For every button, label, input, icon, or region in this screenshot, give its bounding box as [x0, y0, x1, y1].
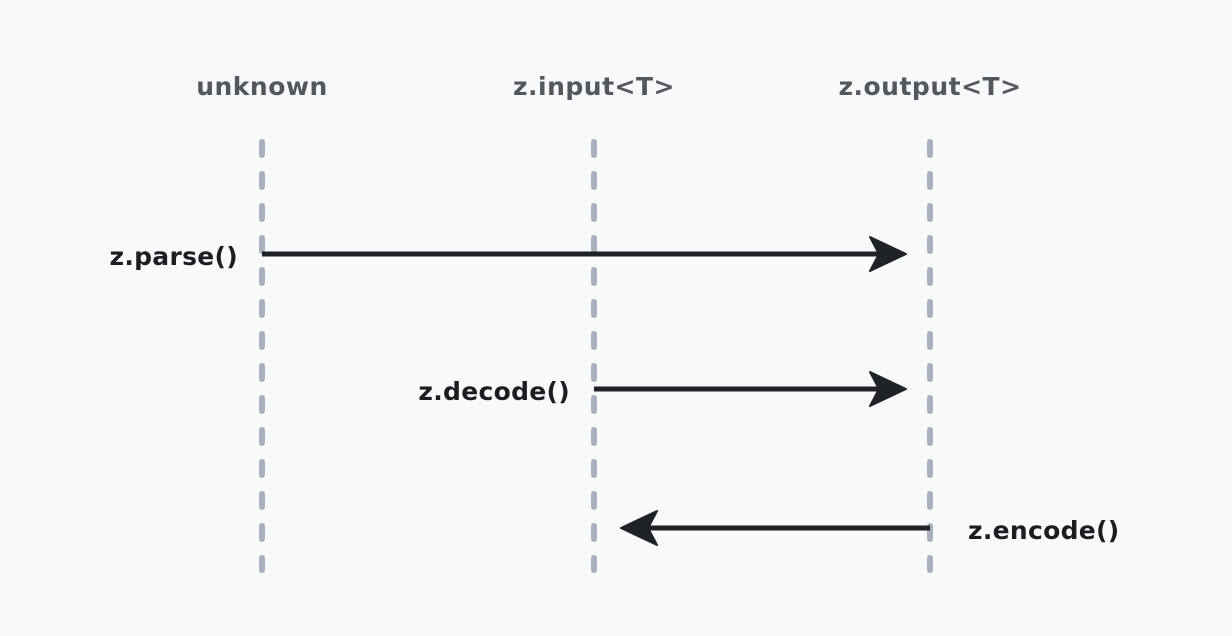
message-z-decode: z.decode()	[418, 371, 907, 407]
message-z-parse: z.parse()	[109, 236, 907, 272]
message-label-z-decode: z.decode()	[418, 377, 570, 406]
arrowhead-right-z-parse	[869, 236, 907, 272]
participant-label-z-output: z.output<T>	[838, 72, 1021, 101]
participant-label-z-input: z.input<T>	[513, 72, 675, 101]
participant-headers-group: unknown z.input<T> z.output<T>	[196, 72, 1021, 101]
participant-label-unknown: unknown	[196, 72, 328, 101]
arrowhead-left-z-encode	[620, 510, 658, 546]
message-label-z-encode: z.encode()	[968, 516, 1120, 545]
message-z-encode: z.encode()	[620, 510, 1120, 546]
message-label-z-parse: z.parse()	[109, 242, 238, 271]
arrowhead-right-z-decode	[869, 371, 907, 407]
lifelines-group	[259, 139, 933, 573]
